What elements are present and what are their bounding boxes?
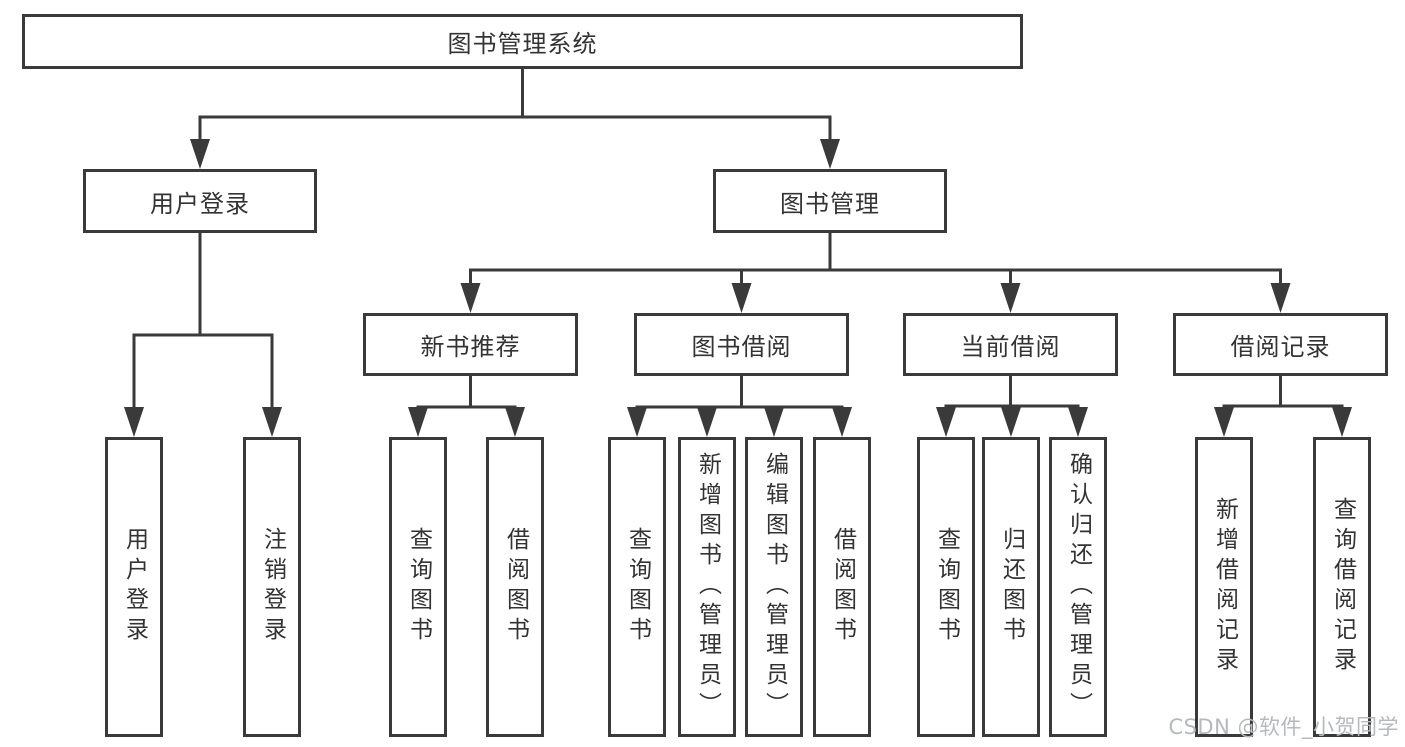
node-current-borrowing: 当前借阅 [903,313,1118,376]
arrowhead-icon [1270,283,1291,313]
node-label-rec-borrow-books: 借阅图书 [502,527,529,647]
node-rec-query-books: 查询图书 [389,437,447,737]
arrowhead-icon [1214,407,1234,437]
arrowhead-icon [764,407,784,437]
node-borrow-add-books: 新增图书（管理员） [678,437,736,737]
node-label-current-query-books: 查询图书 [933,527,960,647]
node-label-record-add: 新增借阅记录 [1211,497,1238,677]
arrowhead-icon [820,139,840,169]
node-label-current-return-books: 归还图书 [998,527,1025,647]
node-label-borrow-add-books: 新增图书（管理员） [694,452,721,722]
arrowhead-icon [832,407,852,437]
node-logout: 注销登录 [243,437,301,737]
node-current-confirm-return: 确认归还（管理员） [1049,437,1107,737]
node-borrow-query-books: 查询图书 [608,437,666,737]
node-label-login: 用户登录 [121,527,148,647]
node-borrowing-records: 借阅记录 [1173,313,1388,376]
node-borrow-borrow-books: 借阅图书 [813,437,871,737]
watermark: CSDN @软件_小贺同学 [1168,715,1399,739]
arrowhead-icon [124,407,144,437]
node-label-logout: 注销登录 [259,527,286,647]
node-label-borrow-edit-books: 编辑图书（管理员） [761,452,788,722]
node-label-record-query: 查询借阅记录 [1329,497,1356,677]
node-label-new-book-recommend: 新书推荐 [420,333,521,361]
node-label-user-login: 用户登录 [150,189,250,218]
node-rec-borrow-books: 借阅图书 [486,437,544,737]
node-login: 用户登录 [105,437,163,737]
arrowhead-icon [1068,407,1088,437]
node-record-query: 查询借阅记录 [1313,437,1371,737]
node-book-borrowing: 图书借阅 [634,313,849,376]
node-label-rec-query-books: 查询图书 [405,527,432,647]
arrowhead-icon [936,407,956,437]
arrowhead-icon [731,283,752,313]
node-user-login: 用户登录 [83,169,317,233]
arrowhead-icon [1000,283,1021,313]
arrowhead-icon [460,283,481,313]
node-label-borrowing-records: 借阅记录 [1230,333,1331,361]
node-label-current-confirm-return: 确认归还（管理员） [1065,452,1092,722]
arrowhead-icon [505,407,525,437]
node-system: 图书管理系统 [22,14,1023,69]
arrowhead-icon [1001,407,1021,437]
node-label-current-borrowing: 当前借阅 [960,333,1061,361]
arrowhead-icon [262,407,282,437]
node-current-return-books: 归还图书 [982,437,1040,737]
arrowhead-icon [1332,407,1352,437]
node-current-query-books: 查询图书 [917,437,975,737]
arrowhead-icon [627,407,647,437]
node-label-book-borrowing: 图书借阅 [691,333,792,361]
arrowhead-icon [697,407,717,437]
node-borrow-edit-books: 编辑图书（管理员） [745,437,803,737]
arrowhead-icon [408,407,428,437]
node-label-borrow-borrow-books: 借阅图书 [829,527,856,647]
node-book-management: 图书管理 [713,169,947,233]
node-label-book-management: 图书管理 [780,189,880,218]
arrowhead-icon [190,139,210,169]
node-new-book-recommend: 新书推荐 [363,313,578,376]
node-label-system: 图书管理系统 [447,30,598,58]
node-record-add: 新增借阅记录 [1195,437,1253,737]
node-label-borrow-query-books: 查询图书 [624,527,651,647]
